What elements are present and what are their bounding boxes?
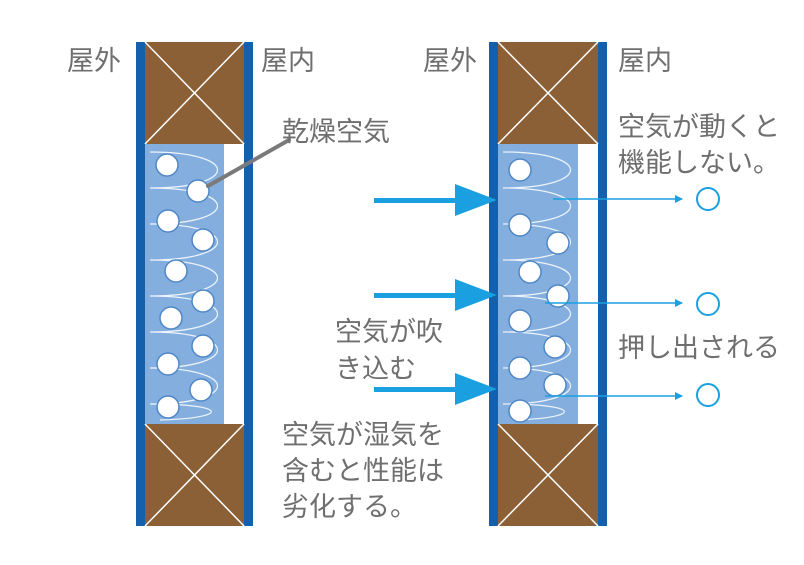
degrade-text-line3: 劣化する。 — [282, 492, 417, 523]
incoming-arrow-bottom — [374, 373, 497, 405]
outside-label-left: 屋外 — [67, 46, 121, 77]
blow-in-text-line1: 空気が吹 — [335, 317, 443, 348]
dry-air-pointer — [206, 138, 291, 188]
left-outer-board — [136, 42, 145, 526]
dry-air-label: 乾燥空気 — [282, 117, 390, 148]
left-top-timber — [144, 41, 245, 145]
incoming-air-arrows — [374, 184, 497, 405]
right-wall — [489, 41, 607, 527]
degrade-text-line1: 空気が湿気を — [282, 420, 444, 451]
right-bottom-timber — [497, 423, 599, 527]
right-outer-board — [489, 42, 498, 526]
left-air-bubbles — [155, 153, 215, 419]
outgoing-air-arrows — [545, 195, 683, 400]
outside-label-right: 屋外 — [423, 46, 477, 77]
right-inner-board — [598, 42, 607, 526]
pushed-out-text: 押し出される — [618, 333, 780, 364]
escaped-air-bubbles — [696, 187, 720, 407]
left-bottom-timber — [144, 423, 245, 527]
degrade-text-line2: 含むと性能は — [282, 456, 444, 487]
air-moves-text-line2: 機能しない。 — [618, 148, 780, 179]
right-top-timber — [497, 41, 599, 145]
right-air-bubbles — [508, 158, 570, 423]
right-airflow-coil — [502, 151, 571, 421]
inside-label-left: 屋内 — [261, 46, 315, 77]
air-moves-text-line1: 空気が動くと — [618, 112, 780, 143]
incoming-arrow-top — [374, 184, 497, 216]
incoming-arrow-middle — [374, 279, 497, 311]
blow-in-text-line2: き込む — [335, 354, 416, 385]
inside-label-right: 屋内 — [618, 46, 672, 77]
left-inner-board — [244, 42, 253, 526]
left-wall — [136, 41, 253, 527]
